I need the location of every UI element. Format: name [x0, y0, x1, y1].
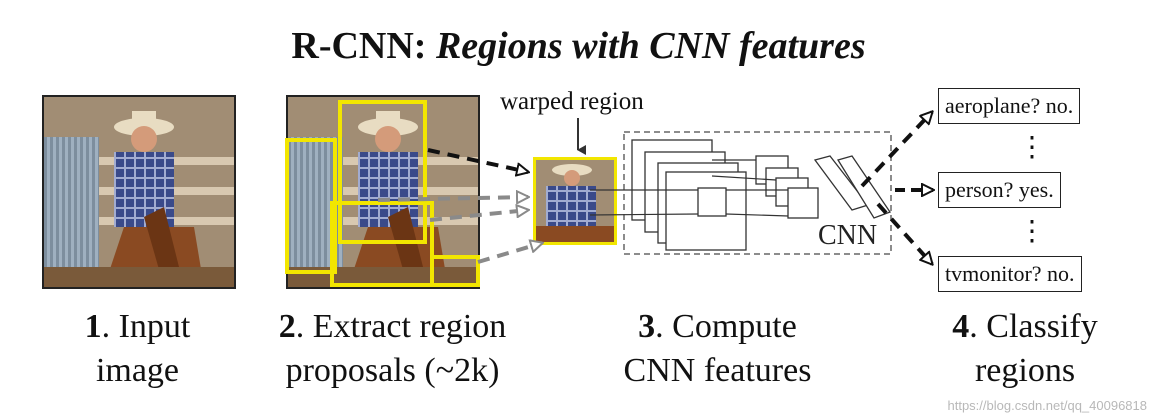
- arrow-to-aeroplane: [860, 112, 932, 188]
- proposal-box-small: [430, 255, 480, 287]
- step-3-line1: . Compute: [655, 308, 797, 345]
- step-2-label: 2. Extract region proposals (~2k): [250, 305, 535, 393]
- class-box-tvmonitor: tvmonitor? no.: [938, 256, 1082, 292]
- title-italic: Regions with CNN features: [435, 25, 866, 67]
- step-1-number: 1: [84, 308, 102, 345]
- step-4-label: 4. Classify regions: [925, 305, 1125, 393]
- arrow-proposal-person: [427, 148, 528, 172]
- step-4-line2: regions: [974, 352, 1076, 389]
- cnn-label: CNN: [818, 220, 878, 251]
- step-3-number: 3: [638, 308, 656, 345]
- proposal-box-horse: [330, 201, 434, 287]
- fc-layers: [813, 155, 892, 219]
- class-box-person: person? yes.: [938, 172, 1061, 208]
- proposal-boxes: [285, 100, 480, 287]
- arrow-proposal-4: [477, 243, 542, 264]
- watermark: https://blog.csdn.net/qq_40096818: [947, 398, 1148, 413]
- warped-region-label: warped region: [500, 88, 644, 115]
- arrow-to-tvmonitor: [876, 202, 932, 264]
- cnn-container: [623, 131, 892, 255]
- input-image: [42, 95, 236, 289]
- warped-person: [536, 160, 614, 242]
- arrow-proposal-3: [429, 210, 528, 222]
- step-4-number: 4: [952, 308, 970, 345]
- proposal-box-person: [338, 100, 427, 244]
- title-prefix: R-CNN:: [291, 25, 427, 67]
- step-1-line1: . Input: [101, 308, 191, 345]
- step-1-line2: image: [95, 352, 180, 389]
- vertical-dots-1: ⋮: [1018, 132, 1046, 163]
- step-1-label: 1. Input image: [40, 305, 235, 393]
- vertical-dots-2: ⋮: [1018, 216, 1046, 247]
- feature-maps: [631, 139, 819, 251]
- warped-region-image: [533, 157, 617, 245]
- cowboy-scene-1: [44, 97, 234, 287]
- step-4-line1: . Classify: [969, 308, 1098, 345]
- class-box-aeroplane: aeroplane? no.: [938, 88, 1081, 124]
- step-2-line1: . Extract region: [295, 308, 507, 345]
- cnn-connections: [589, 159, 789, 217]
- arrow-proposal-2: [377, 197, 528, 200]
- step-3-label: 3. Compute CNN features: [595, 305, 840, 393]
- step-3-line2: CNN features: [623, 352, 812, 389]
- diagram-title: R-CNN: Regions with CNN features: [0, 24, 1157, 68]
- step-2-number: 2: [278, 308, 296, 345]
- proposal-box-left: [285, 138, 337, 274]
- step-2-line2: proposals (~2k): [285, 352, 500, 389]
